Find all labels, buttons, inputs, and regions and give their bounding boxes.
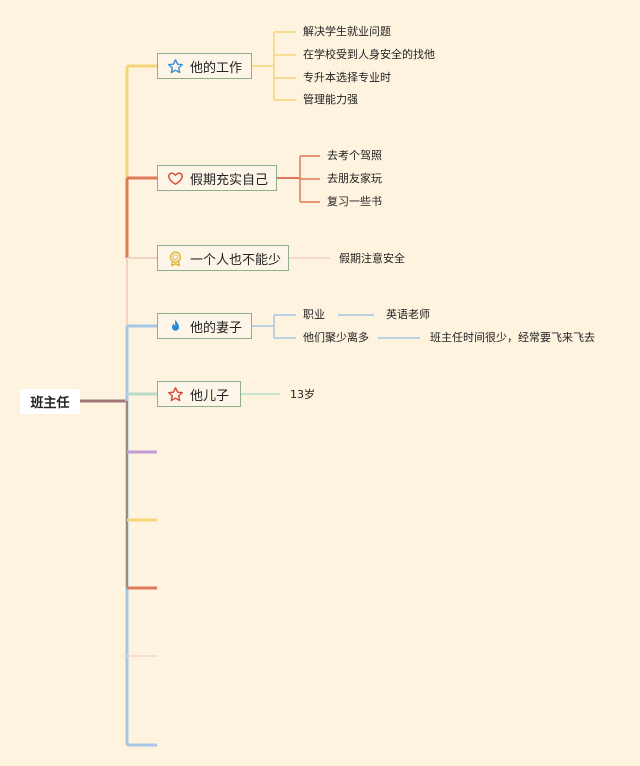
leaf-sub-item[interactable]: 班主任时间很少，经常要飞来飞去 [430,331,595,344]
child-connector [300,155,320,203]
root-topic[interactable]: 班主任 [20,389,80,414]
branch-label: 他的工作 [190,60,243,76]
branch-label: 假期充实自己 [190,172,269,188]
heart-outline-icon [167,170,184,187]
leaf-item[interactable]: 假期注意安全 [339,252,405,265]
leaf-item[interactable]: 职业 [303,308,325,321]
leaf-item[interactable]: 复习一些书 [327,195,382,208]
child-connector [274,31,296,101]
leaf-item[interactable]: 专升本选择专业时 [303,71,391,84]
leaf-item[interactable]: 13岁 [290,388,315,401]
leaf-item[interactable]: 他们聚少离多 [303,331,369,344]
branch-node-none-less[interactable]: 一个人也不能少 [157,245,289,271]
star-red-outline-icon [167,386,184,403]
leaf-item[interactable]: 管理能力强 [303,93,358,106]
leaf-sub-item[interactable]: 英语老师 [386,308,430,321]
branch-node-work[interactable]: 他的工作 [157,53,252,79]
award-medal-icon [167,250,184,267]
leaf-item[interactable]: 在学校受到人身安全的找他 [303,48,435,61]
branch-label: 一个人也不能少 [190,252,282,268]
child-connector [274,314,296,339]
branch-node-holiday[interactable]: 假期充实自己 [157,165,277,191]
branch-node-wife[interactable]: 他的妻子 [157,313,252,339]
flame-icon [167,318,184,335]
branch-node-son[interactable]: 他儿子 [157,381,241,407]
leaf-item[interactable]: 去考个驾照 [327,149,382,162]
leaf-item[interactable]: 解决学生就业问题 [303,25,391,38]
branch-label: 他儿子 [190,388,230,404]
branch-label: 他的妻子 [190,320,243,336]
leaf-item[interactable]: 去朋友家玩 [327,172,382,185]
star-outline-icon [167,58,184,75]
